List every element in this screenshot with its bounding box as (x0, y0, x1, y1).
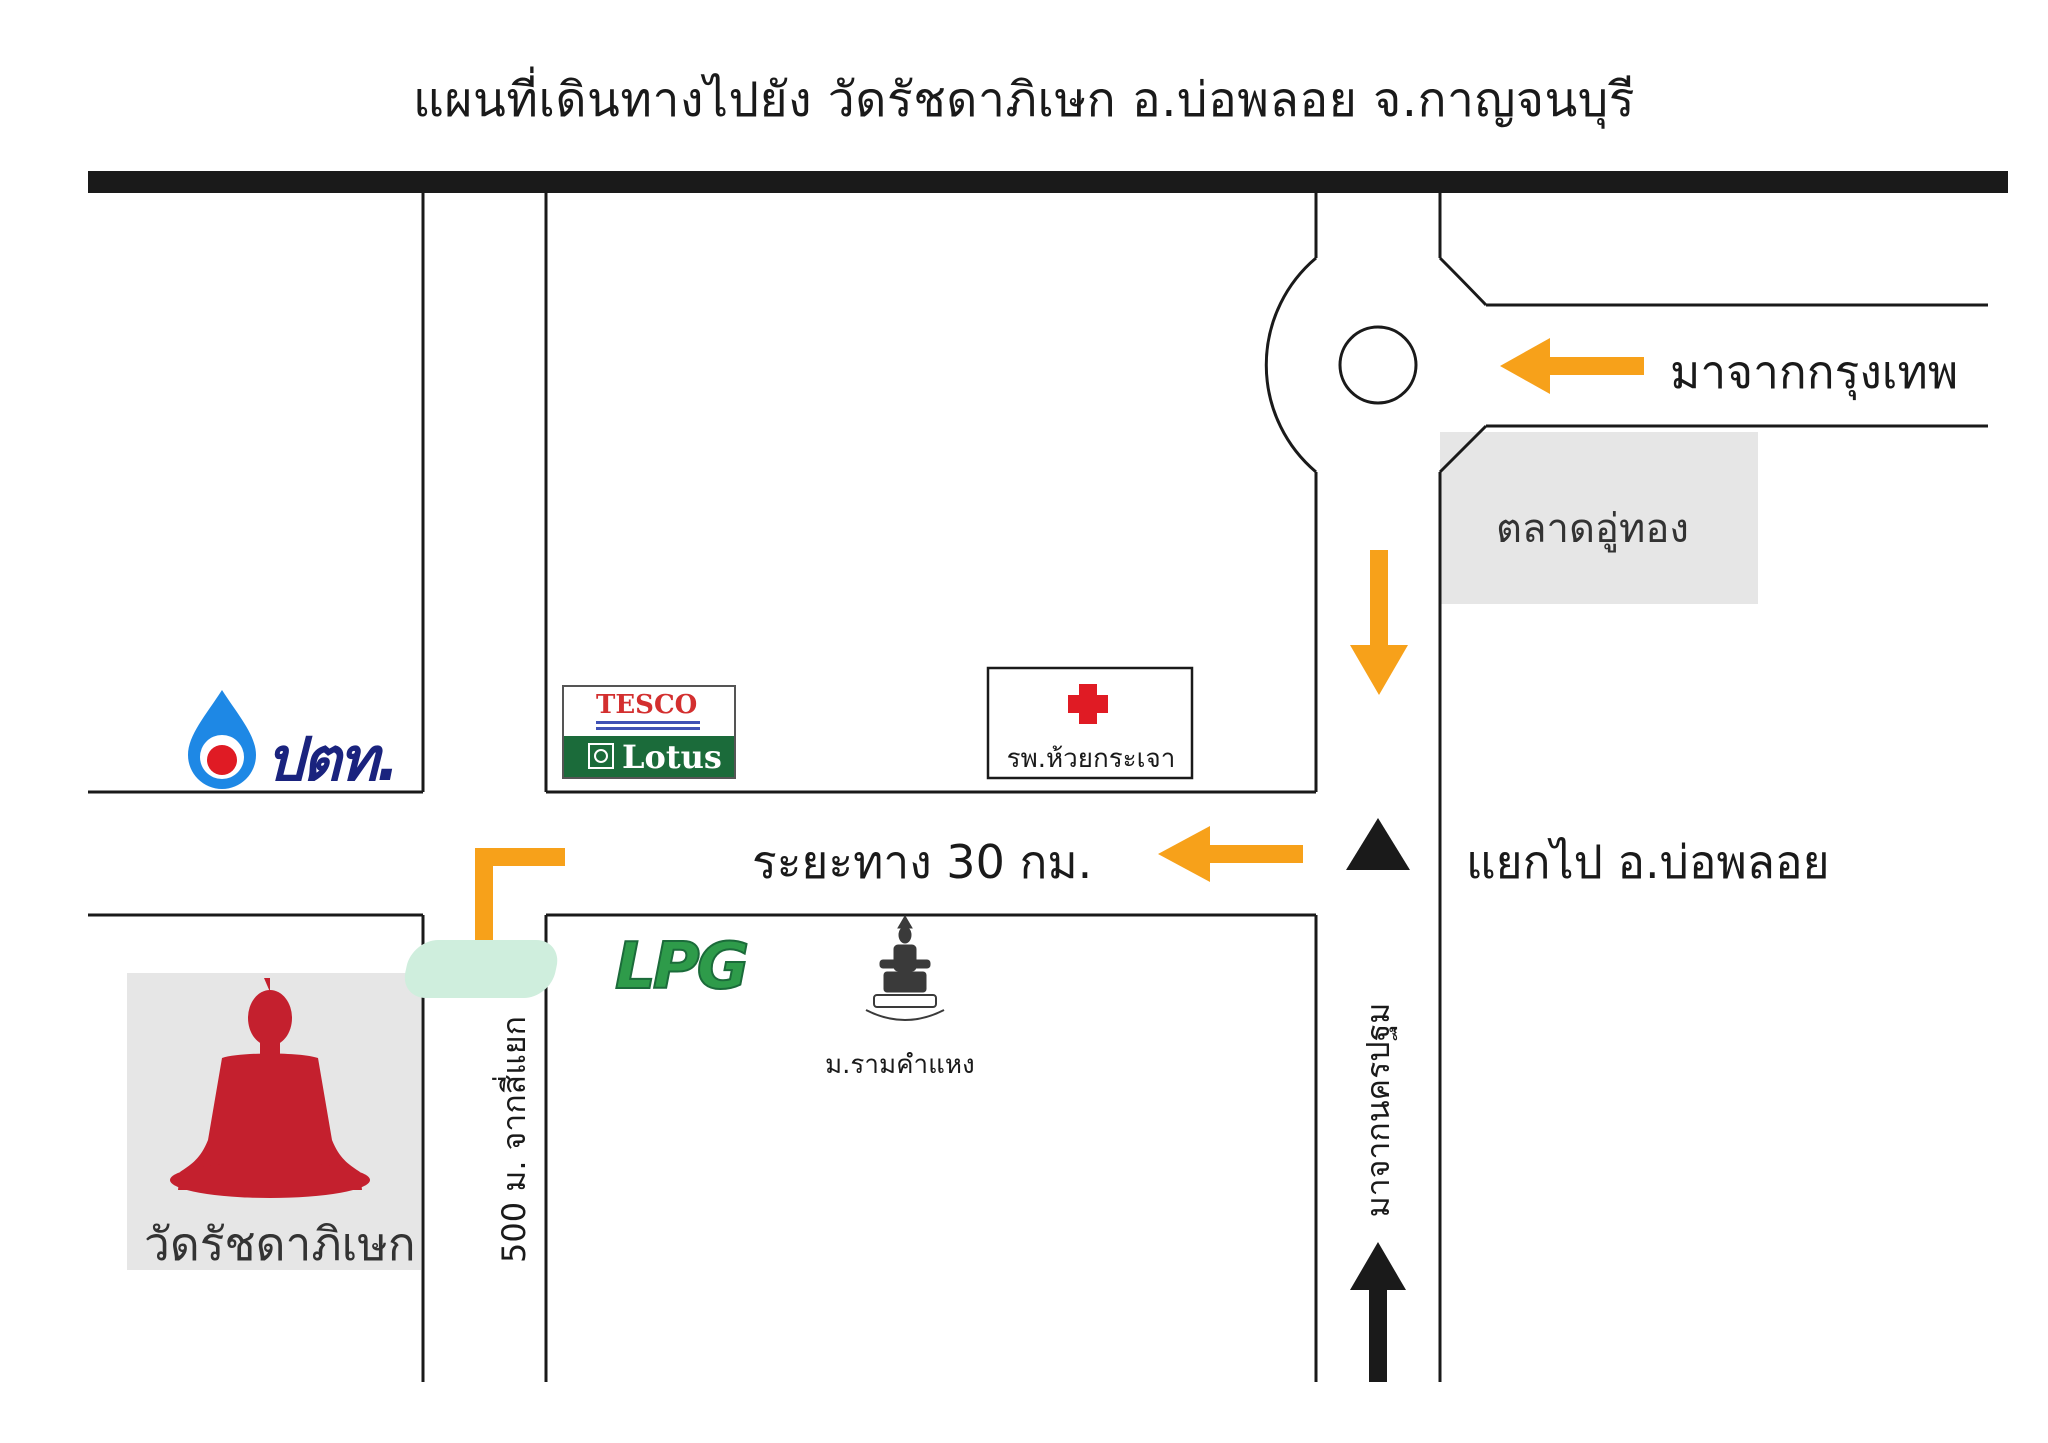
ptt-wordmark: ปตท. (266, 725, 399, 795)
lpg-logo (404, 940, 558, 998)
main-highway (88, 171, 2008, 193)
buddha-silhouette-icon (170, 978, 370, 1198)
from-bangkok-label: มาจากกรุงเทพ (1670, 345, 1959, 399)
tesco-lotus-logo (562, 685, 736, 779)
market-label: ตลาดอู่ทอง (1496, 506, 1689, 552)
from-nakhon-pathom-arrow (1350, 1242, 1406, 1382)
lpg-wordmark: LPG (614, 929, 750, 1005)
junction-boploi-label: แยกไป อ.บ่อพลอย (1466, 835, 1830, 889)
tesco-wordmark: TESCO (596, 690, 698, 720)
red-cross-icon (1068, 684, 1108, 724)
hospital-label: รพ.ห้วยกระเจา (1006, 744, 1176, 774)
market-block (1440, 432, 1758, 604)
ptt-drop-icon (188, 690, 256, 789)
route-arrows (456, 338, 1644, 993)
distance-label: ระยะทาง 30 กม. (752, 835, 1093, 889)
university-label: ม.รามคำแหง (825, 1050, 975, 1080)
temple-label: วัดรัชดาภิเษก (144, 1217, 416, 1271)
from-nakhon-pathom-label: มาจากนครปฐม (1359, 1002, 1397, 1218)
page-title: แผนที่เดินทางไปยัง วัดรัชดาภิเษก อ.บ่อพล… (412, 72, 1636, 128)
roundabout (1338, 325, 1418, 405)
junction-triangle-icon (1346, 818, 1410, 870)
king-statue-icon (865, 915, 945, 1021)
road-outlines (88, 193, 1988, 1382)
lotus-wordmark: Lotus (622, 738, 722, 776)
from-four-way-label: 500 ม. จากสี่แยก (495, 1015, 533, 1263)
